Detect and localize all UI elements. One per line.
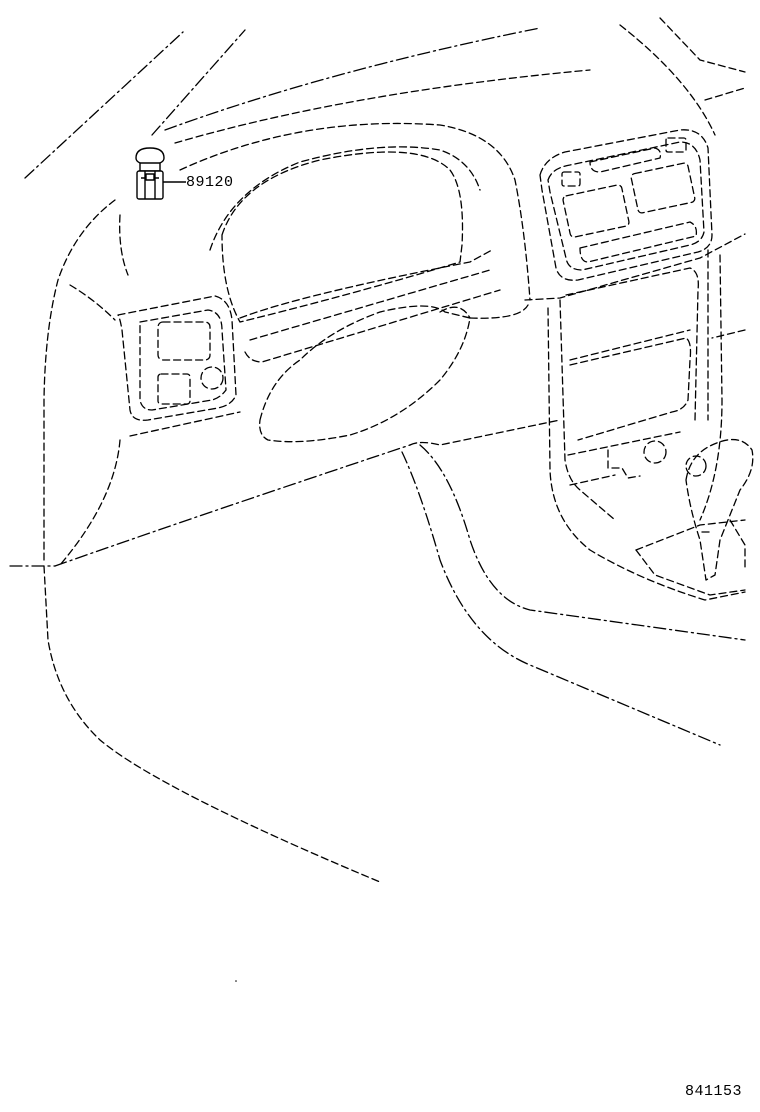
- passenger-airbag-area: [259, 305, 471, 443]
- shift-lever: [635, 438, 754, 596]
- windshield-outline: [24, 17, 746, 179]
- center-stack-lower: [547, 249, 746, 601]
- left-body-outline: [9, 199, 381, 883]
- speck-mark: [235, 980, 237, 982]
- part-89120-sensor: [135, 147, 165, 200]
- dashboard-top: [179, 122, 531, 301]
- dashboard-lower-edge: [54, 419, 561, 567]
- floor-tunnel: [401, 304, 746, 746]
- center-stack-upper: [524, 129, 746, 301]
- figure-code-label: 841153: [685, 1083, 743, 1100]
- instrument-cluster: [221, 151, 501, 363]
- left-vent-panel: [117, 295, 241, 437]
- part-number-label: 89120: [186, 174, 234, 191]
